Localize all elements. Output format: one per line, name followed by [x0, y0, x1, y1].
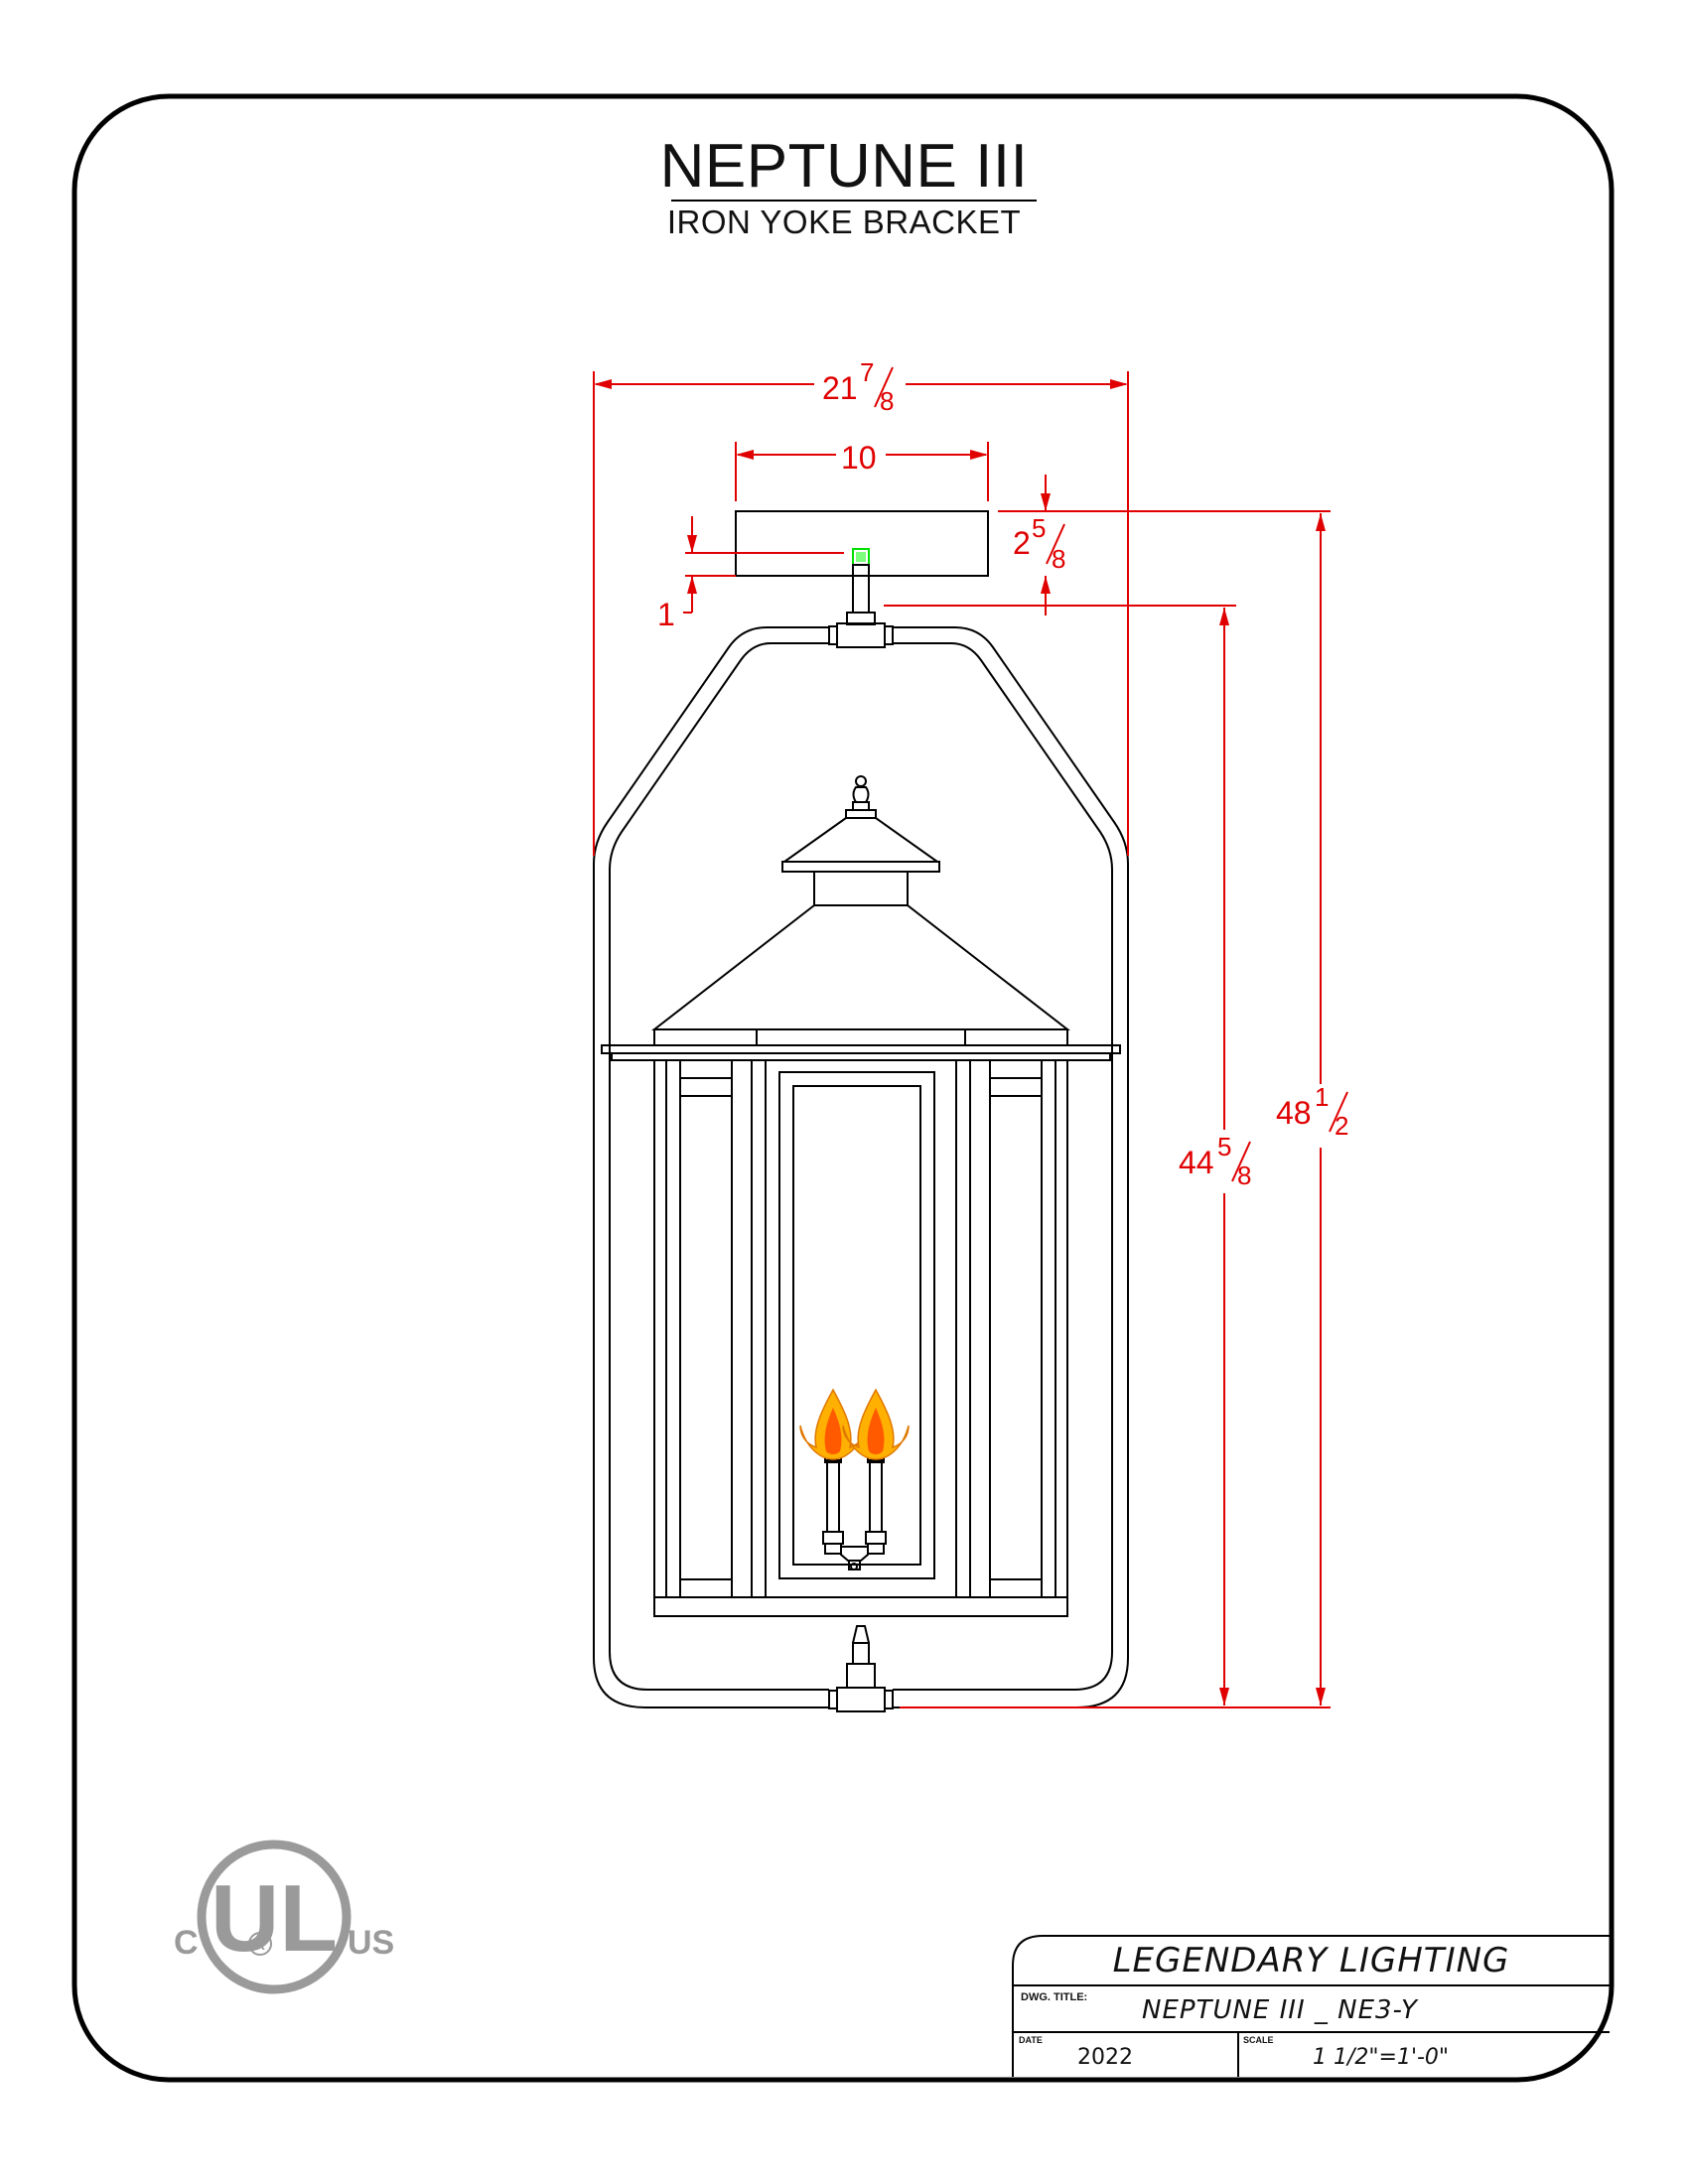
dim-overall-width-whole: 21 — [822, 370, 858, 406]
yoke-bracket — [593, 564, 1129, 1712]
drawing-title: NEPTUNE III — [659, 132, 1029, 201]
ul-left-c: C — [174, 1924, 199, 1962]
dim-overall-height-num: 1 — [1315, 1082, 1329, 1112]
drawing-subtitle: IRON YOKE BRACKET — [666, 204, 1022, 240]
flames — [799, 1388, 910, 1460]
dim-fixture-height-num: 5 — [1217, 1132, 1231, 1161]
dim-overall-height-den: 2 — [1335, 1111, 1348, 1141]
dimension-lines — [593, 371, 1331, 1708]
title-block-date: 2022 — [1077, 2045, 1133, 2070]
title-block-scale: 1 1/2"=1'-0" — [1313, 2045, 1450, 2070]
dim-fixture-height-den: 8 — [1237, 1160, 1251, 1190]
ul-registered-mark: R — [255, 1937, 265, 1953]
ul-mark-letters: UL — [211, 1865, 338, 1972]
dim-pipe-length: 1 — [657, 597, 675, 632]
title-block-dwg-title: NEPTUNE III _ NE3-Y — [1142, 1995, 1418, 2025]
lantern — [601, 775, 1121, 1617]
title-block-company: LEGENDARY LIGHTING — [1112, 1941, 1510, 1980]
title-block-scale-label: SCALE — [1243, 2035, 1274, 2045]
ul-right-us: US — [348, 1924, 394, 1962]
dim-overall-width-num: 7 — [860, 357, 874, 387]
canopy — [735, 510, 989, 577]
dim-canopy-height-whole: 2 — [1013, 525, 1031, 561]
burner-assembly — [822, 1453, 887, 1570]
dim-fixture-height-whole: 44 — [1179, 1145, 1214, 1180]
dimension-text: 21 7 8 10 2 5 8 1 44 5 8 48 1 2 — [657, 357, 1348, 1190]
title-block — [1012, 1935, 1610, 2077]
title-block-dwg-title-label: DWG. TITLE: — [1021, 1991, 1088, 2003]
sheet-border — [71, 93, 1615, 2083]
dim-canopy-height-num: 5 — [1032, 513, 1046, 543]
dim-overall-height-whole: 48 — [1276, 1095, 1312, 1131]
dim-overall-width-den: 8 — [880, 386, 894, 416]
dim-canopy-height-den: 8 — [1052, 544, 1065, 574]
title-block-date-label: DATE — [1019, 2035, 1043, 2045]
dim-canopy-width: 10 — [841, 440, 877, 476]
ul-certification-mark: UL R C US — [174, 1840, 394, 1994]
